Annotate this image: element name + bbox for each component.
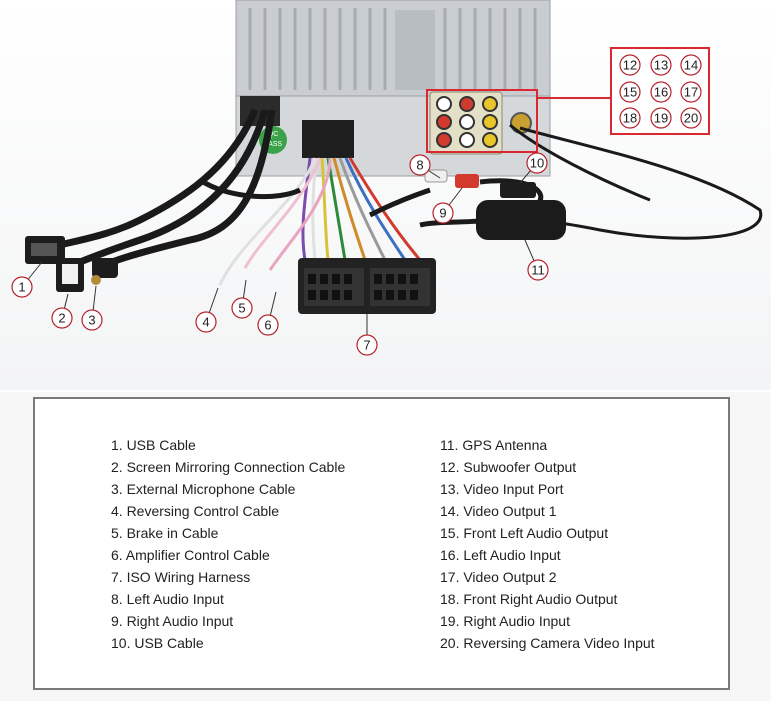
usb-connector-2 bbox=[56, 258, 84, 292]
svg-text:14: 14 bbox=[684, 58, 698, 73]
legend-item: 6. Amplifier Control Cable bbox=[111, 547, 270, 563]
callout-8: 8 bbox=[409, 154, 431, 176]
rca-panel bbox=[429, 91, 532, 155]
svg-text:5: 5 bbox=[238, 301, 245, 316]
svg-text:11: 11 bbox=[531, 263, 545, 278]
legend-item: 2. Screen Mirroring Connection Cable bbox=[111, 459, 346, 475]
legend-item: 19. Right Audio Input bbox=[440, 613, 570, 629]
legend-item: 7. ISO Wiring Harness bbox=[111, 569, 251, 585]
iso-connector bbox=[298, 258, 436, 314]
callout-15: 15 bbox=[619, 81, 641, 103]
callout-3: 3 bbox=[81, 309, 103, 331]
gps-antenna bbox=[476, 123, 763, 240]
legend-item: 20. Reversing Camera Video Input bbox=[440, 635, 655, 651]
legend-item: 18. Front Right Audio Output bbox=[440, 591, 618, 607]
callout-14: 14 bbox=[680, 54, 702, 76]
svg-text:4: 4 bbox=[202, 315, 209, 330]
callout-19: 19 bbox=[650, 107, 672, 129]
callout-2: 2 bbox=[51, 307, 73, 329]
callout-20: 20 bbox=[680, 107, 702, 129]
svg-text:12: 12 bbox=[623, 58, 637, 73]
svg-text:10: 10 bbox=[530, 156, 544, 171]
callout-7: 7 bbox=[356, 334, 378, 356]
callout-13: 13 bbox=[650, 54, 672, 76]
svg-text:2: 2 bbox=[58, 311, 65, 326]
callout-5: 5 bbox=[231, 297, 253, 319]
legend-column-right: 11. GPS Antenna 12. Subwoofer Output 13.… bbox=[440, 434, 655, 654]
callout-4: 4 bbox=[195, 311, 217, 333]
callout-6: 6 bbox=[257, 314, 279, 336]
svg-text:7: 7 bbox=[363, 338, 370, 353]
rca-highlight-box bbox=[426, 89, 538, 153]
svg-text:17: 17 bbox=[684, 85, 698, 100]
callout-9: 9 bbox=[432, 202, 454, 224]
legend-item: 12. Subwoofer Output bbox=[440, 459, 577, 475]
qc-badge-line2: PASS bbox=[264, 141, 282, 148]
legend-item: 15. Front Left Audio Output bbox=[440, 525, 609, 541]
qc-badge-line1: QC bbox=[268, 131, 279, 138]
callout-16: 16 bbox=[650, 81, 672, 103]
wiring-diagram: QC PASS bbox=[11, 0, 763, 356]
svg-text:16: 16 bbox=[654, 85, 668, 100]
harness-socket bbox=[302, 120, 354, 158]
callout-17: 17 bbox=[680, 81, 702, 103]
microphone-jack bbox=[91, 258, 118, 285]
legend-column-left: 1. USB Cable 2. Screen Mirroring Connect… bbox=[111, 434, 345, 654]
legend-item: 14. Video Output 1 bbox=[440, 503, 557, 519]
svg-text:19: 19 bbox=[654, 111, 668, 126]
legend-item: 9. Right Audio Input bbox=[111, 613, 234, 629]
legend-item: 3. External Microphone Cable bbox=[111, 481, 296, 497]
callout-11: 11 bbox=[527, 259, 549, 281]
callout-1: 1 bbox=[11, 276, 33, 298]
svg-text:18: 18 bbox=[623, 111, 637, 126]
callout-10: 10 bbox=[526, 152, 548, 174]
svg-text:9: 9 bbox=[439, 206, 446, 221]
black-cables bbox=[59, 108, 302, 269]
callout-18: 18 bbox=[619, 107, 641, 129]
legend-item: 5. Brake in Cable bbox=[111, 525, 219, 541]
svg-text:20: 20 bbox=[684, 111, 698, 126]
callout-12: 12 bbox=[619, 54, 641, 76]
svg-text:1: 1 bbox=[18, 280, 25, 295]
legend-item: 10. USB Cable bbox=[111, 635, 204, 651]
svg-text:15: 15 bbox=[623, 85, 637, 100]
legend-item: 16. Left Audio Input bbox=[440, 547, 561, 563]
svg-text:3: 3 bbox=[88, 313, 95, 328]
svg-text:13: 13 bbox=[654, 58, 668, 73]
legend-item: 8. Left Audio Input bbox=[111, 591, 224, 607]
legend-item: 13. Video Input Port bbox=[440, 481, 564, 497]
legend-item: 11. GPS Antenna bbox=[440, 437, 548, 453]
svg-text:8: 8 bbox=[416, 158, 423, 173]
legend-item: 4. Reversing Control Cable bbox=[111, 503, 280, 519]
legend-item: 1. USB Cable bbox=[111, 437, 196, 453]
legend-item: 17. Video Output 2 bbox=[440, 569, 557, 585]
wiring-figure: QC PASS bbox=[0, 0, 771, 390]
legend-panel: 1. USB Cable 2. Screen Mirroring Connect… bbox=[33, 397, 730, 690]
svg-text:6: 6 bbox=[264, 318, 271, 333]
usb-connector-1 bbox=[25, 236, 65, 264]
